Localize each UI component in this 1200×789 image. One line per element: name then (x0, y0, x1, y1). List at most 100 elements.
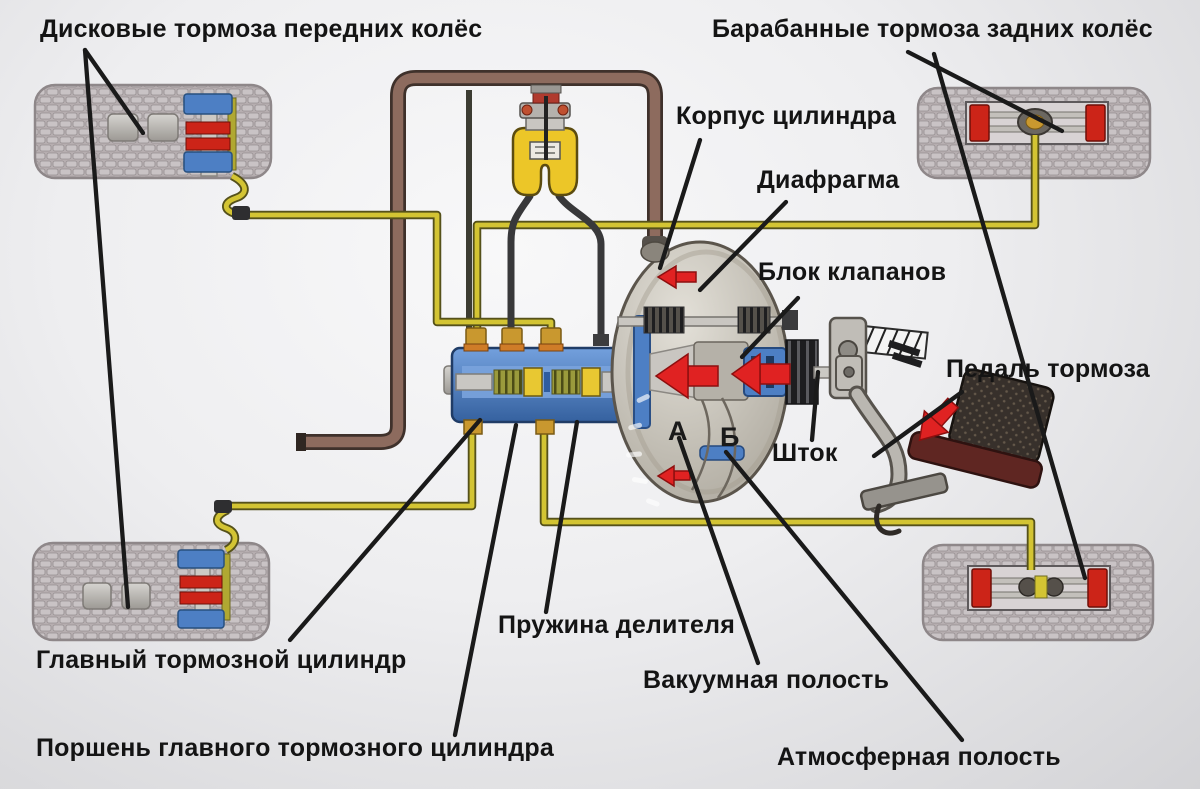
brake-line-rear-right (539, 430, 1036, 570)
reservoir-hoses (507, 192, 605, 342)
brake-shoe (1085, 104, 1106, 142)
brake-fluid-reservoir (511, 84, 579, 197)
caliper-top (183, 93, 233, 115)
front-left-wheel (33, 83, 273, 180)
vacuum-hose-end (296, 433, 306, 451)
arrow-valve-left-icon (730, 352, 791, 396)
rod-boot (785, 339, 819, 405)
air-flow-arrows (654, 264, 791, 488)
leader-rod (809, 369, 821, 443)
booster-spring (643, 306, 685, 334)
label-divider-spring: Пружина делителя (498, 611, 736, 639)
brake-line-front-right (472, 135, 1040, 336)
label-diaphragm: Диафрагма (757, 166, 900, 194)
label-brake-pedal: Педаль тормоза (946, 355, 1150, 383)
chamber-b-letter: Б (720, 422, 739, 452)
chamber-a-letter: А (668, 416, 688, 446)
booster-nut (782, 310, 798, 330)
leader-front-brakes-2 (82, 47, 131, 610)
driver-shoe (907, 368, 1055, 489)
label-rod: Шток (772, 439, 838, 467)
vacuum-booster (610, 236, 819, 507)
pedal-pad (859, 472, 949, 511)
wheel-cylinder (1044, 577, 1064, 597)
pedal-assembly (813, 316, 1055, 536)
leader-mc-piston (452, 422, 519, 738)
reservoir-body (511, 126, 579, 197)
housing-highlights (626, 394, 660, 507)
hose-fitting (232, 206, 250, 220)
leader-valve-block (739, 295, 801, 360)
chamber-divider (716, 397, 737, 499)
wheel-cylinder (1018, 577, 1038, 597)
label-valve-block: Блок клапанов (758, 258, 947, 286)
leader-atmospheric-cavity (723, 449, 965, 743)
leader-diaphragm (697, 199, 789, 293)
brake-pad (179, 575, 223, 589)
label-vacuum-cavity: Вакуумная полость (643, 666, 890, 694)
mc-spring (551, 369, 581, 395)
leader-cylinder-housing (657, 137, 703, 271)
label-rear-drum-brakes: Барабанные тормоза задних колёс (712, 15, 1153, 43)
caliper-bottom (183, 151, 233, 173)
label-cylinder-housing: Корпус цилиндра (676, 102, 897, 130)
cap-seal (557, 104, 569, 116)
brake-line-rear-left (224, 430, 477, 511)
wheel-cylinder-fitting (1034, 575, 1048, 599)
pedal-arm-hook (874, 503, 902, 536)
vacuum-hose (296, 70, 663, 451)
caliper-bottom (177, 609, 225, 629)
leader-front-brakes-1 (82, 47, 146, 136)
brake-shoe (1087, 568, 1108, 608)
label-atmospheric-cavity: Атмосферная полость (777, 743, 1061, 771)
hub-cylinder (147, 113, 179, 142)
brake-shoe (969, 104, 990, 142)
label-master-cylinder: Главный тормозной цилиндр (36, 646, 407, 674)
brake-shoe (971, 568, 992, 608)
mc-fitting-collar (463, 343, 489, 352)
mc-fitting-collar (499, 343, 525, 352)
brake-pad (185, 121, 231, 135)
arrow-top-left-icon (656, 264, 697, 290)
leader-master-cylinder (287, 417, 483, 643)
air-duct (699, 445, 745, 461)
cap-seal (521, 104, 533, 116)
mounting-stud (891, 352, 923, 368)
clevis-pin (843, 366, 855, 378)
flex-hose-front-left (222, 172, 250, 220)
brake-pad (179, 591, 223, 605)
label-front-disc-brakes: Дисковые тормоза передних колёс (40, 15, 483, 43)
leader-brake-pedal (871, 389, 965, 459)
leader-rear-brakes-1 (905, 49, 1065, 134)
brake-lines (213, 135, 1040, 570)
master-cylinder (443, 327, 653, 435)
leader-divider-spring (543, 419, 580, 615)
mc-bottom-fitting (535, 419, 555, 435)
mc-piston (581, 367, 601, 397)
mounting-stud (887, 340, 921, 357)
leader-rear-brakes-2 (931, 51, 1088, 581)
leader-vacuum-cavity (676, 435, 761, 666)
reservoir-hose-right (555, 192, 605, 342)
shoe-sole (907, 431, 1043, 489)
hose-fitting (214, 500, 232, 513)
hub-cylinder (82, 582, 112, 610)
flex-hose-rear-left (213, 500, 240, 554)
mc-divider (544, 372, 550, 392)
rear-left-wheel (31, 541, 271, 642)
reservoir-hose-left (507, 192, 534, 340)
leader-lines (82, 47, 1088, 743)
mc-piston (523, 367, 543, 397)
rear-right-wheel (921, 543, 1155, 642)
brake-pad (185, 137, 231, 151)
cap-top (530, 84, 562, 94)
arrow-center-left-icon (654, 352, 719, 400)
mc-fitting-collar (538, 343, 564, 352)
tire (31, 541, 271, 642)
mc-spring (493, 369, 523, 395)
label-master-cylinder-piston: Поршень главного тормозного цилиндра (36, 734, 554, 762)
mc-push-rod (455, 373, 493, 391)
caliper-top (177, 549, 225, 569)
